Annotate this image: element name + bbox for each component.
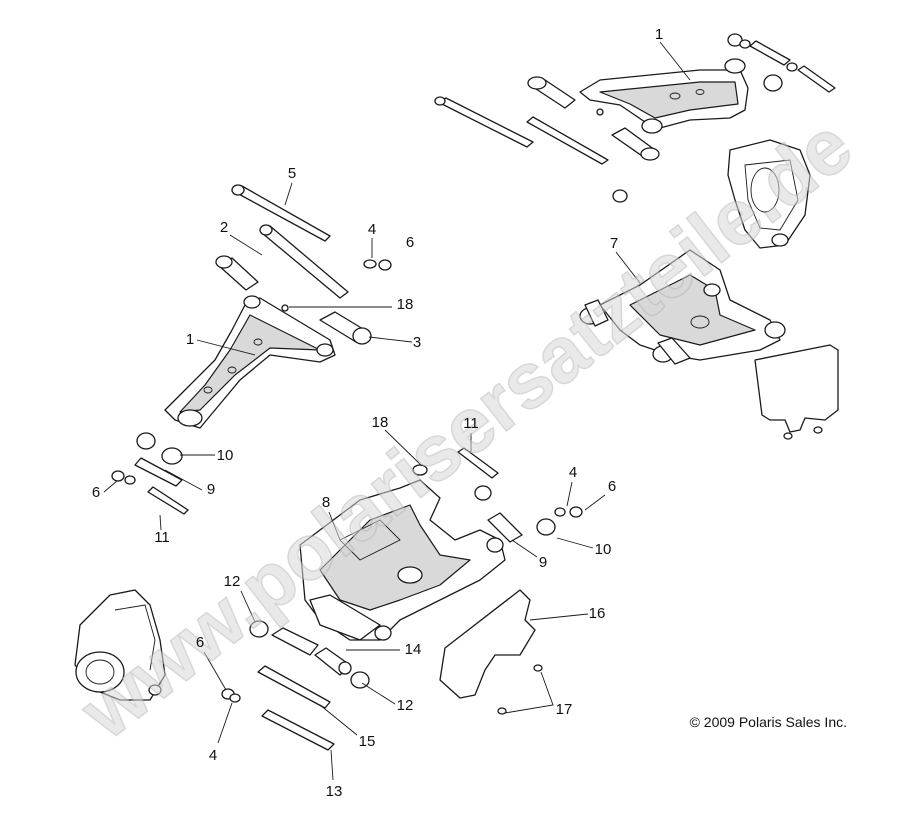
callout-13: 13 <box>326 783 343 800</box>
callout-labels: 1 7 5 2 4 6 18 3 1 10 9 6 11 18 11 4 6 8… <box>92 26 663 800</box>
callout-4-upper: 4 <box>368 221 376 238</box>
callout-17: 17 <box>556 701 573 718</box>
bushing-3 <box>319 311 372 345</box>
callout-7: 7 <box>610 235 618 252</box>
bushing-left-top <box>215 255 259 291</box>
hardware-top-right <box>596 33 836 203</box>
hardware-upper <box>281 259 392 312</box>
callout-5: 5 <box>288 165 296 182</box>
callout-18-mid: 18 <box>372 414 389 431</box>
long-bolt-top <box>434 96 609 165</box>
left-arm-hardware <box>111 432 189 515</box>
skid-plate-center <box>439 589 543 715</box>
tube-2 <box>259 224 349 299</box>
leader-lines <box>103 41 691 781</box>
callout-15: 15 <box>359 733 376 750</box>
lower-left-hardware <box>221 620 370 751</box>
callout-3: 3 <box>413 334 421 351</box>
callout-10-right: 10 <box>595 541 612 558</box>
pivot-tube-top <box>527 76 660 161</box>
callout-18-upper: 18 <box>397 296 414 313</box>
callout-6-upper: 6 <box>406 234 414 251</box>
callout-10-left: 10 <box>217 447 234 464</box>
callout-6-left: 6 <box>92 484 100 501</box>
hub-carrier-right <box>727 139 811 249</box>
callout-2: 2 <box>220 219 228 236</box>
upper-control-arm-left <box>164 295 336 429</box>
callout-1-left: 1 <box>186 331 194 348</box>
callout-11-left: 11 <box>154 529 170 546</box>
callout-12-upper: 12 <box>224 573 241 590</box>
callout-1-top: 1 <box>655 26 663 43</box>
callout-4-right: 4 <box>569 464 577 481</box>
lower-control-arm-center <box>299 464 506 641</box>
callout-12-lower: 12 <box>397 697 414 714</box>
right-mid-hardware <box>457 447 583 543</box>
callout-11-mid: 11 <box>463 415 479 432</box>
callout-16: 16 <box>589 605 606 622</box>
bolt-5 <box>231 184 331 242</box>
callout-8: 8 <box>322 494 330 511</box>
upper-control-arm-top-right <box>579 58 749 134</box>
callout-14: 14 <box>405 641 422 658</box>
callout-9-right: 9 <box>539 554 547 571</box>
callout-4-lower: 4 <box>209 747 217 764</box>
callout-9-left: 9 <box>207 481 215 498</box>
copyright-notice: © 2009 Polaris Sales Inc. <box>690 714 847 730</box>
skid-plate-right <box>754 344 839 440</box>
hub-carrier-left <box>74 589 166 701</box>
callout-6-lower: 6 <box>196 634 204 651</box>
lower-control-arm-right <box>579 249 786 365</box>
callout-6-right: 6 <box>608 478 616 495</box>
